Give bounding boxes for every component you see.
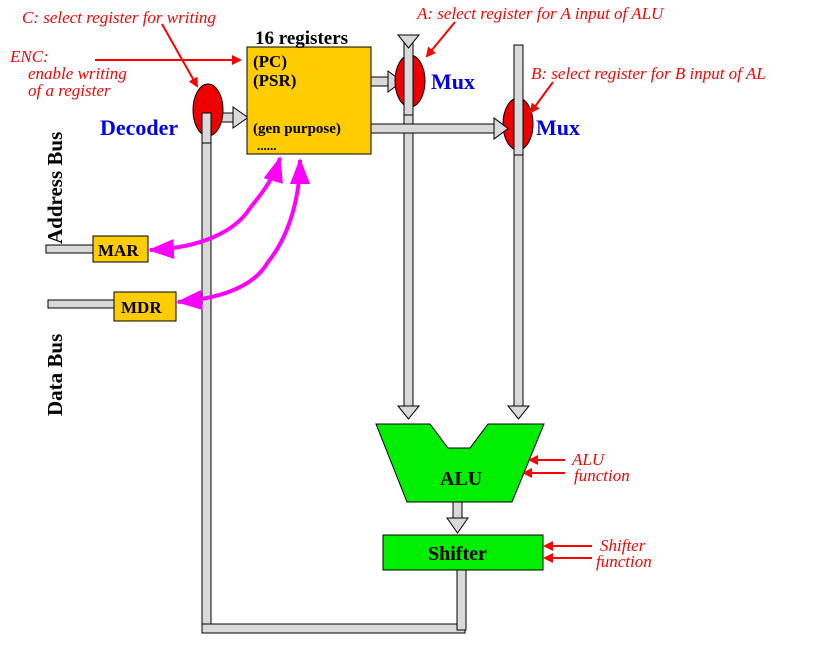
alu-function-line1: ALU: [571, 450, 606, 469]
address-bus-stub: [45, 244, 94, 254]
alu-to-shifter-bus: [452, 501, 463, 521]
alu-shifter-down-arrow: [446, 517, 469, 534]
a-select-arrow: [425, 21, 456, 58]
registers-to-mux-a-shaft: [370, 76, 391, 87]
a-select-annotation: A: select register for A input of ALU: [416, 4, 665, 23]
bus-b-over-mux: [513, 44, 524, 156]
mar-box: [92, 235, 149, 263]
mar-register-arrow-a: [148, 206, 252, 260]
alu-function-line2: function: [574, 466, 630, 485]
data-bus-label: Data Bus: [43, 334, 67, 416]
c-select-arrow: [161, 23, 198, 88]
register-gen-purpose: (gen purpose): [253, 121, 341, 137]
b-select-arrow: [529, 81, 554, 114]
annotation-arrows: [95, 21, 592, 563]
data-bus-stub: [47, 299, 115, 309]
c-select-annotation: C: select register for writing: [22, 8, 216, 27]
bus-a-top-arrow: [396, 34, 421, 49]
mdr-register-arrow-b: [266, 158, 310, 264]
enc-annotation-line3: of a register: [28, 81, 111, 100]
mdr-register-arrow-a: [176, 260, 270, 310]
register-psr: (PSR): [253, 71, 296, 90]
register-file: [246, 46, 372, 155]
mar-register-arrow-b: [248, 156, 283, 210]
mar-label: MAR: [98, 241, 139, 260]
memory-transfer-arrows: [148, 156, 310, 310]
alu-label: ALU: [440, 468, 482, 490]
shifter-function-line2: function: [596, 552, 652, 571]
shifter-function-line1: Shifter: [600, 536, 646, 555]
enc-annotation-line2: enable writing: [28, 64, 127, 83]
register-pc: (PC): [253, 52, 287, 71]
enc-annotation-line1: ENC:: [9, 47, 49, 66]
register-dots: ......: [257, 138, 277, 153]
shifter-output-bus: [456, 569, 467, 631]
shifter-box: [382, 534, 544, 571]
registers-to-mux-b-head-over: [493, 117, 509, 140]
register-file-title: 16 registers: [255, 28, 348, 49]
return-bus-bottom: [201, 623, 466, 634]
return-bus-over-decoder: [201, 112, 212, 144]
decoder-label: Decoder: [100, 115, 178, 140]
bus-a-over-mux: [403, 39, 414, 116]
bus-b-down-arrow: [506, 405, 531, 420]
b-select-annotation: B: select register for B input of AL: [531, 64, 766, 83]
alu-shape: [375, 423, 545, 503]
return-bus-left: [201, 112, 212, 632]
bus-lines: [45, 39, 524, 634]
shifter-label: Shifter: [428, 543, 487, 565]
mux-a-label: Mux: [431, 69, 475, 94]
bus-a-down-arrow: [396, 405, 421, 420]
address-bus-label: Address Bus: [43, 132, 67, 244]
decoder-to-registers-head: [232, 106, 249, 129]
mdr-box: [113, 291, 177, 322]
mux-b-label: Mux: [536, 115, 580, 140]
mdr-label: MDR: [121, 298, 162, 317]
registers-to-mux-b-shaft: [370, 123, 497, 134]
